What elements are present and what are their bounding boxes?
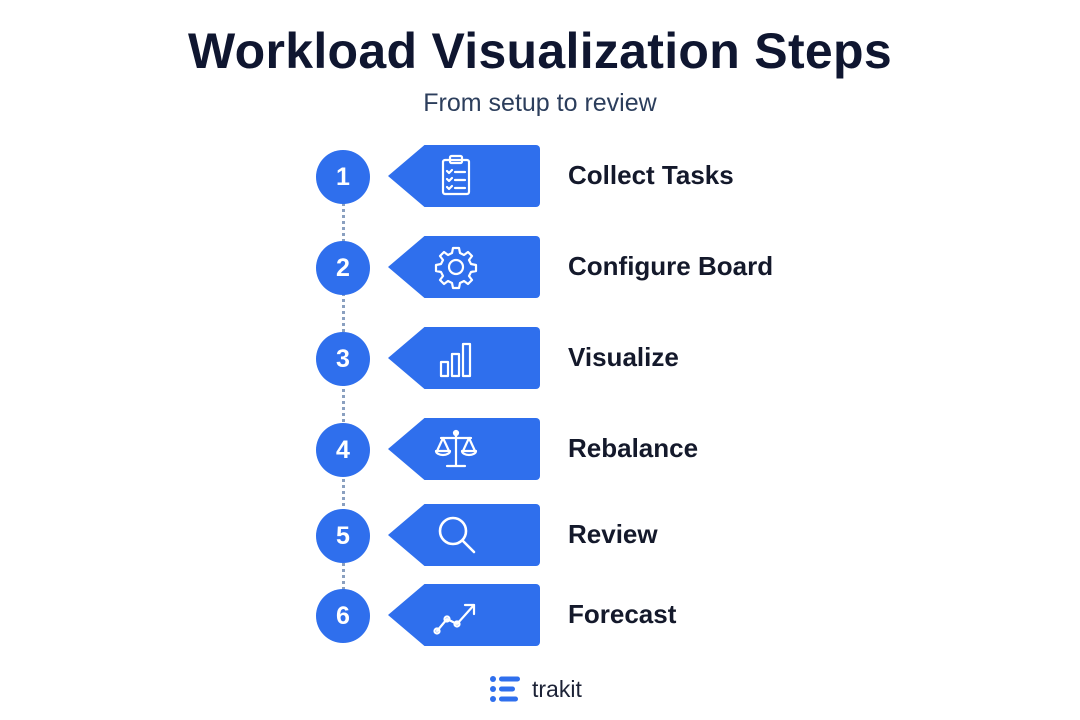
step-number-badge: 6 [316, 589, 370, 643]
gear-icon [434, 246, 478, 290]
step-6: 6 Forecast [0, 584, 1080, 648]
step-icon-tag [388, 504, 540, 566]
step-icon-tag [388, 584, 540, 646]
brand-name: trakit [532, 675, 582, 702]
page-title: Workload Visualization Steps [188, 23, 892, 79]
step-2: 2 Configure Board [0, 236, 1080, 300]
step-1: 1 Collect Tasks [0, 145, 1080, 209]
step-3: 3 Visualize [0, 327, 1080, 391]
step-connector-line [342, 178, 345, 616]
clipboard-icon [441, 154, 471, 196]
step-icon-tag [388, 327, 540, 389]
magnifier-icon [438, 516, 476, 554]
step-label: Rebalance [568, 433, 699, 463]
scales-icon [434, 429, 478, 468]
step-label: Forecast [568, 599, 677, 629]
step-number-badge: 1 [316, 150, 370, 204]
step-icon-tag [388, 236, 540, 298]
step-label: Configure Board [568, 251, 774, 281]
bar-chart-icon [439, 342, 472, 378]
step-number-badge: 2 [316, 241, 370, 295]
brand-logo: trakit [488, 672, 582, 706]
step-number-badge: 4 [316, 423, 370, 477]
step-icon-tag [388, 418, 540, 480]
step-5: 5 Review [0, 504, 1080, 568]
step-number-badge: 5 [316, 509, 370, 563]
step-icon-tag [388, 145, 540, 207]
page-subtitle: From setup to review [423, 89, 657, 117]
trend-line-icon [433, 603, 476, 635]
step-label: Visualize [568, 342, 679, 372]
step-4: 4 Rebalance [0, 418, 1080, 482]
list-logo-icon [490, 676, 520, 702]
step-label: Collect Tasks [568, 160, 734, 190]
step-label: Review [568, 519, 658, 549]
step-number-badge: 3 [316, 332, 370, 386]
